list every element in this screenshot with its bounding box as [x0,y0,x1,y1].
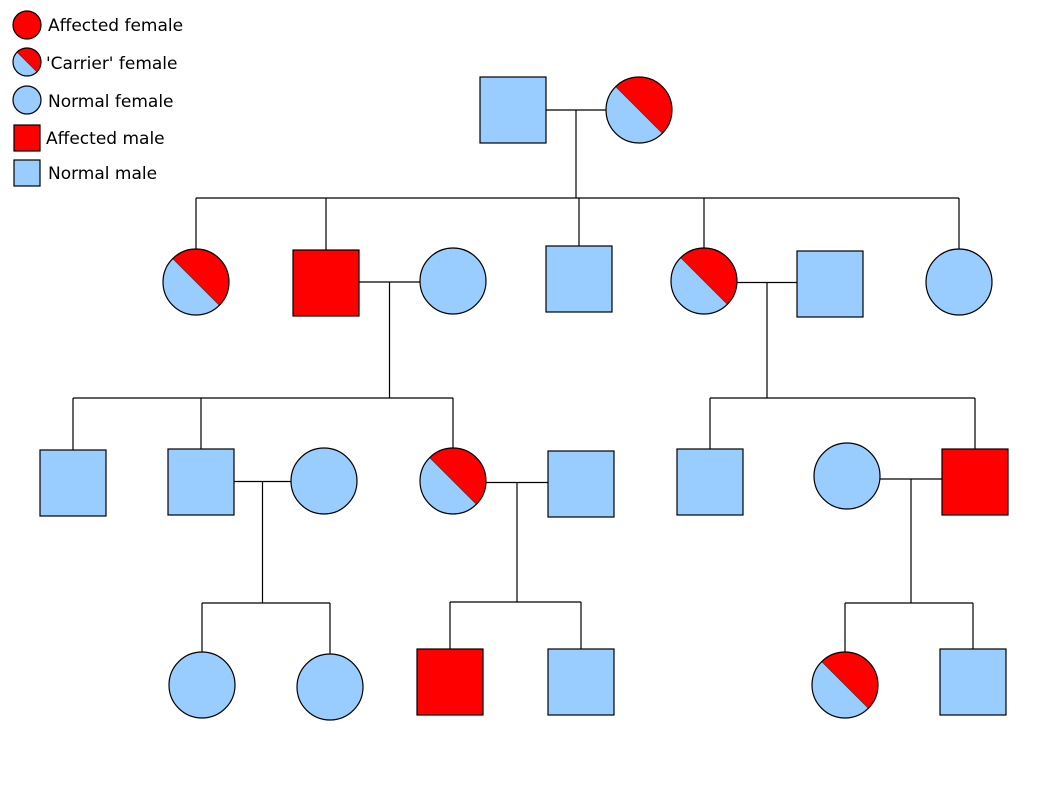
individual-normal-female [813,442,881,510]
legend-item-normal-female: Normal female [12,85,174,115]
normal-male-square [676,448,744,516]
affected-female-circle [12,10,42,40]
normal-female-icon [12,85,42,115]
individual-affected-male [941,448,1009,516]
carrier-female-icon [12,47,42,77]
legend-item-normal-male: Normal male [13,159,157,187]
individual-normal-female [168,651,236,719]
individual-normal-female [419,247,487,315]
affected-male-square [292,249,360,317]
individual-normal-male [547,450,615,518]
normal-male-square [167,448,235,516]
normal-female-circle [925,248,993,316]
affected-male-square [13,124,41,152]
normal-male-square [547,648,615,716]
normal-male-square [479,76,547,144]
legend-item-affected-male: Affected male [13,124,165,152]
normal-male-symbol [13,159,41,187]
individual-normal-male [39,449,107,517]
individual-affected-male [292,249,360,317]
carrier-female-symbol [12,47,42,77]
normal-male-square [13,159,41,187]
affected-female-icon [12,10,42,40]
affected-female-symbol [12,10,42,40]
individual-affected-male [416,648,484,716]
normal-female-circle [12,85,42,115]
legend-item-affected-female: Affected female [12,10,183,40]
normal-male-square [547,450,615,518]
individual-normal-male [939,648,1007,716]
individual-normal-female [296,653,364,721]
legend-label: Normal female [48,92,174,112]
relationship-lines [72,109,976,654]
individual-normal-male [547,648,615,716]
individual-normal-male [479,76,547,144]
legend-label: 'Carrier' female [46,54,178,74]
individual-normal-male [545,245,613,313]
individual-normal-male [167,448,235,516]
normal-female-circle [168,651,236,719]
legend-item-carrier-female: 'Carrier' female [12,47,178,77]
normal-female-circle [290,447,358,515]
normal-female-circle [813,442,881,510]
normal-male-square [796,250,864,318]
normal-female-symbol [12,85,42,115]
normal-male-square [939,648,1007,716]
individual-normal-male [676,448,744,516]
legend: Affected female 'Carrier' female Normal … [12,10,183,187]
legend-label: Affected female [48,16,183,36]
normal-female-circle [419,247,487,315]
affected-male-square [416,648,484,716]
affected-male-icon [13,124,41,152]
individual-normal-female [290,447,358,515]
normal-male-square [39,449,107,517]
individual-normal-female [925,248,993,316]
normal-male-icon [13,159,41,187]
legend-label: Normal male [48,164,157,184]
normal-female-circle [296,653,364,721]
legend-label: Affected male [46,129,165,149]
individual-normal-male [796,250,864,318]
affected-male-square [941,448,1009,516]
affected-male-symbol [13,124,41,152]
normal-male-square [545,245,613,313]
